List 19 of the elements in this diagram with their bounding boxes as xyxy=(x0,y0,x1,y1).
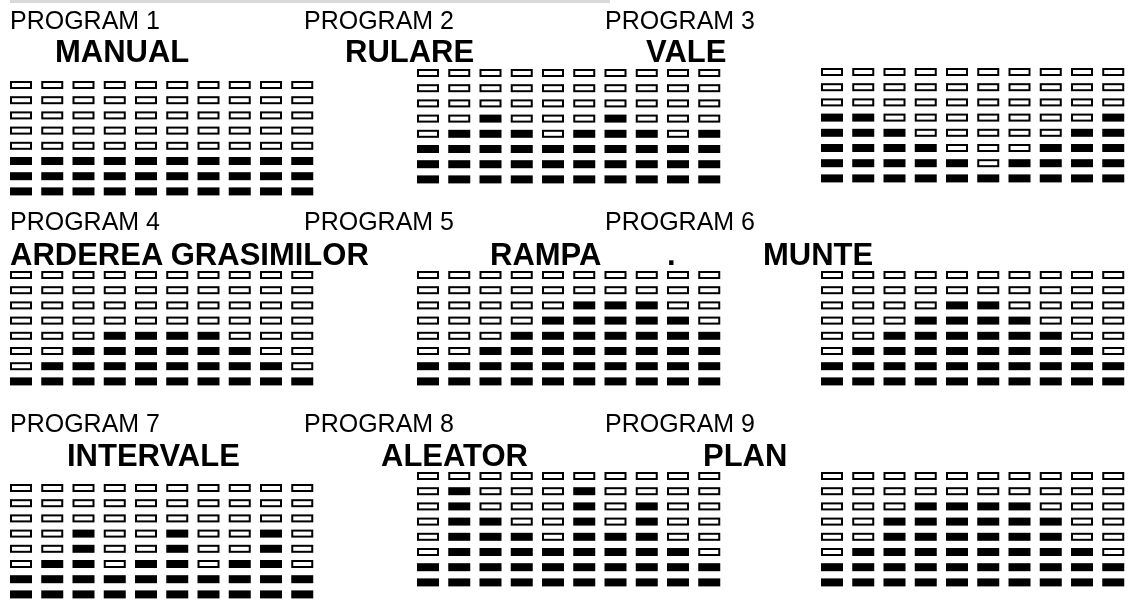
program-caption: PROGRAM 1 xyxy=(10,8,161,33)
program-caption: PROGRAM 8 xyxy=(304,411,455,436)
program-heading: ALEATOR xyxy=(381,440,528,471)
program-heading: PLAN xyxy=(703,440,788,471)
program-caption: PROGRAM 3 xyxy=(605,8,756,33)
program-heading: . xyxy=(667,239,676,270)
program-caption: PROGRAM 4 xyxy=(10,209,161,234)
program-heading: RAMPA xyxy=(490,239,602,270)
program-caption: PROGRAM 6 xyxy=(605,209,756,234)
program-caption: PROGRAM 9 xyxy=(605,411,756,436)
program-caption: PROGRAM 5 xyxy=(304,209,455,234)
program-heading: MANUAL xyxy=(55,36,190,67)
program-heading: RULARE xyxy=(345,36,475,67)
program-caption: PROGRAM 2 xyxy=(304,8,455,33)
program-heading: VALE xyxy=(646,36,727,67)
program-heading: ARDEREA GRASIMILOR xyxy=(10,239,369,270)
program-heading: MUNTE xyxy=(763,239,874,270)
program-heading: INTERVALE xyxy=(67,440,240,471)
program-caption: PROGRAM 7 xyxy=(10,411,161,436)
